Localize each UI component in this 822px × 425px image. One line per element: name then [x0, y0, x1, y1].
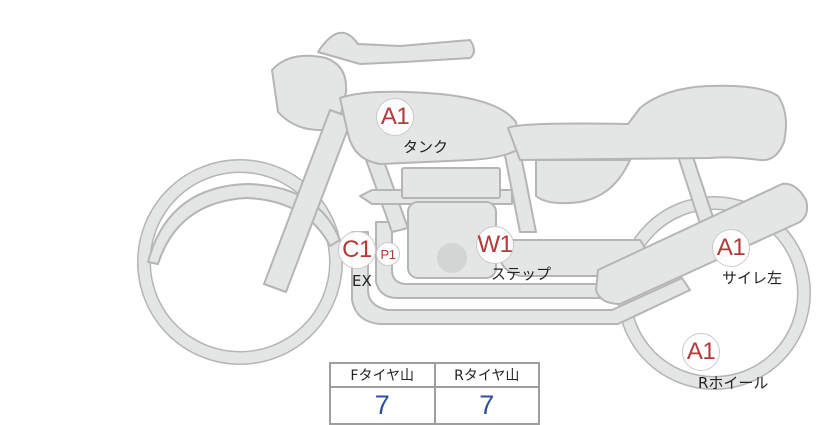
handlebar-icon — [317, 31, 475, 65]
marker-silencer-left[interactable]: A1 — [712, 229, 750, 267]
label-rear-wheel: Rホイール — [698, 374, 769, 392]
rear-tire-header: Rタイヤ山 — [433, 362, 540, 388]
label-tank: タンク — [403, 138, 449, 156]
label-step: ステップ — [491, 265, 552, 283]
marker-exhaust-code: C1 — [342, 236, 372, 263]
exhaust-pipe-icon — [351, 231, 691, 325]
label-silencer-left: サイレ左 — [722, 269, 783, 287]
marker-step-code: W1 — [477, 231, 514, 258]
marker-tank-code: A1 — [380, 103, 410, 130]
side-cover-icon — [535, 159, 631, 205]
marker-rear-wheel-code: A1 — [686, 338, 716, 365]
rear-tire-value: 7 — [433, 386, 540, 425]
tire-table-header-row: Fタイヤ山 Rタイヤ山 — [329, 362, 540, 388]
marker-exhaust[interactable]: C1 — [338, 231, 376, 269]
front-tire-header: Fタイヤ山 — [329, 362, 436, 388]
marker-exhaust-sub-code: P1 — [380, 246, 396, 262]
seat-icon — [507, 84, 787, 162]
silencer-icon — [595, 182, 809, 305]
marker-step[interactable]: W1 — [476, 226, 514, 264]
marker-exhaust-sub[interactable]: P1 — [376, 242, 400, 266]
label-exhaust: EX — [352, 272, 372, 290]
marker-tank[interactable]: A1 — [376, 98, 414, 136]
tire-table-value-row: 7 7 — [329, 386, 540, 425]
engine-top-icon — [401, 167, 501, 199]
front-tire-value: 7 — [329, 386, 436, 425]
marker-rear-wheel[interactable]: A1 — [682, 333, 720, 371]
headlight-icon — [271, 54, 348, 131]
marker-silencer-left-code: A1 — [716, 234, 746, 261]
tire-tread-table: Fタイヤ山 Rタイヤ山 7 7 — [329, 362, 540, 425]
